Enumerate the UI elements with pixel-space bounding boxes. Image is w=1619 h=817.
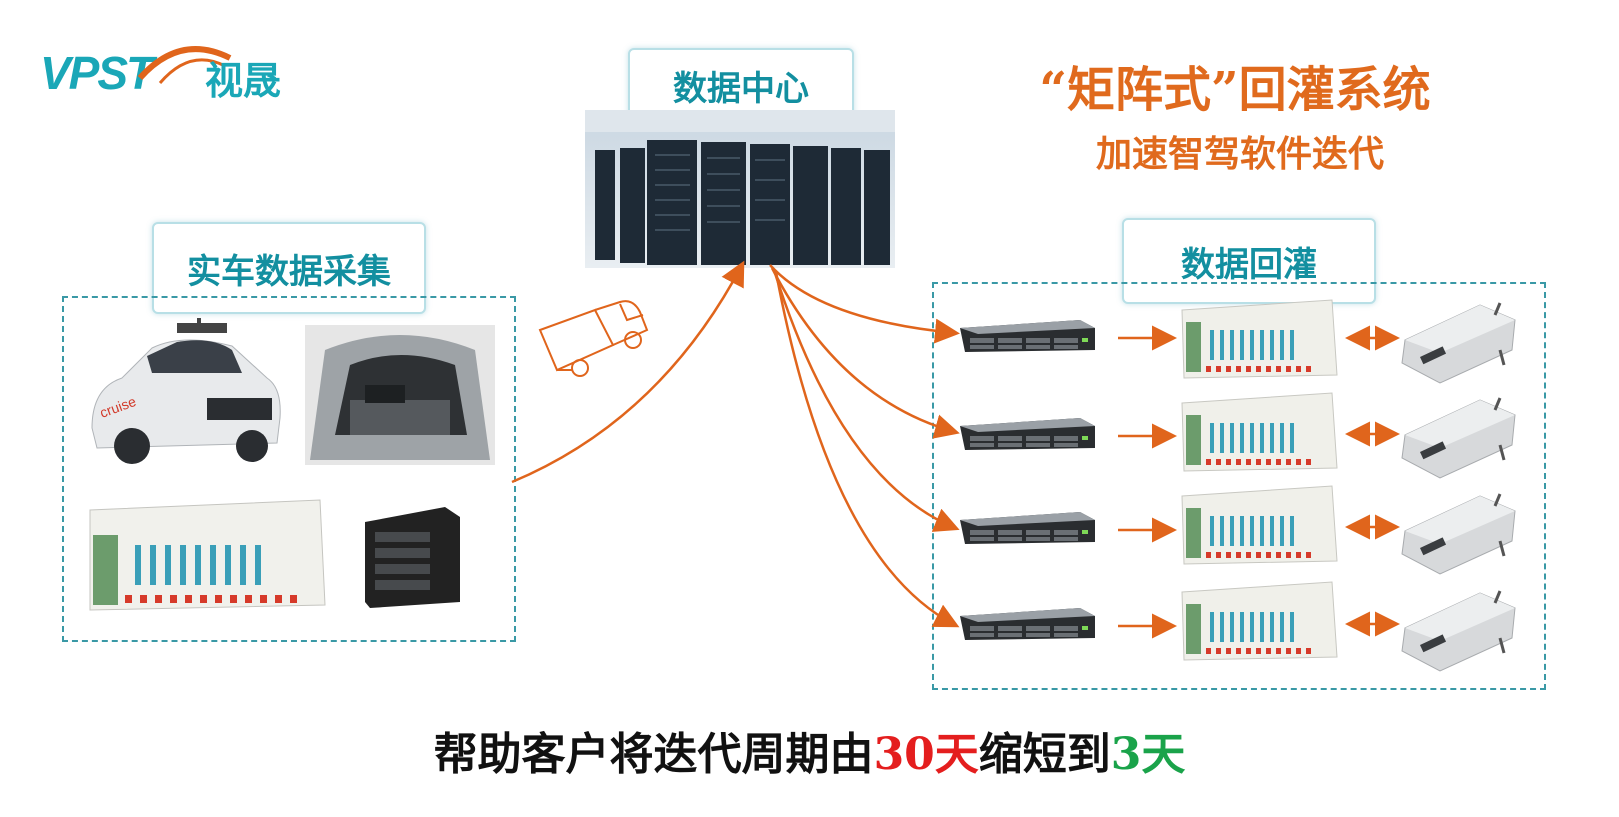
footer-statement: 帮助客户将迭代周期由30天缩短到3天 [0, 718, 1619, 782]
distribute-arrow-4 [774, 271, 960, 628]
sub-title: 加速智驾软件迭代 [1095, 133, 1384, 175]
distribute-arrow-1 [769, 264, 960, 344]
footer-3days: 3天 [1110, 729, 1186, 780]
footer-part1: 帮助客户将迭代周期由 [433, 729, 874, 780]
data-center-label: 数据中心 [628, 48, 854, 122]
car-image: cruise [91, 318, 281, 464]
replay-row-4 [960, 581, 1517, 673]
upload-arrow [511, 260, 745, 484]
replay-label: 数据回灌 [1122, 218, 1376, 304]
logo-name: 视晟 [205, 59, 282, 103]
logo-swoosh-icon [137, 46, 232, 84]
collection-label: 实车数据采集 [152, 222, 426, 314]
replay-row-3 [960, 485, 1517, 576]
data-center-image [585, 110, 895, 268]
drive-enclosure-icon [365, 507, 460, 608]
company-logo: VPST 视晟 [40, 38, 310, 108]
hil-chassis-image [89, 499, 326, 611]
logo-brand: VPST [40, 47, 154, 99]
replay-panel [932, 282, 1546, 690]
truck-icon [538, 300, 649, 377]
trunk-equipment-image [305, 325, 495, 465]
main-title: “矩阵式”回灌系统 [1039, 62, 1431, 118]
footer-part3: 缩短到 [978, 729, 1111, 780]
distribute-arrow-2 [770, 267, 960, 439]
replay-row-1 [960, 299, 1517, 385]
collection-panel [62, 296, 516, 642]
distribute-arrow-3 [772, 269, 960, 532]
footer-30days: 30天 [873, 729, 979, 780]
replay-row-2 [960, 392, 1517, 480]
